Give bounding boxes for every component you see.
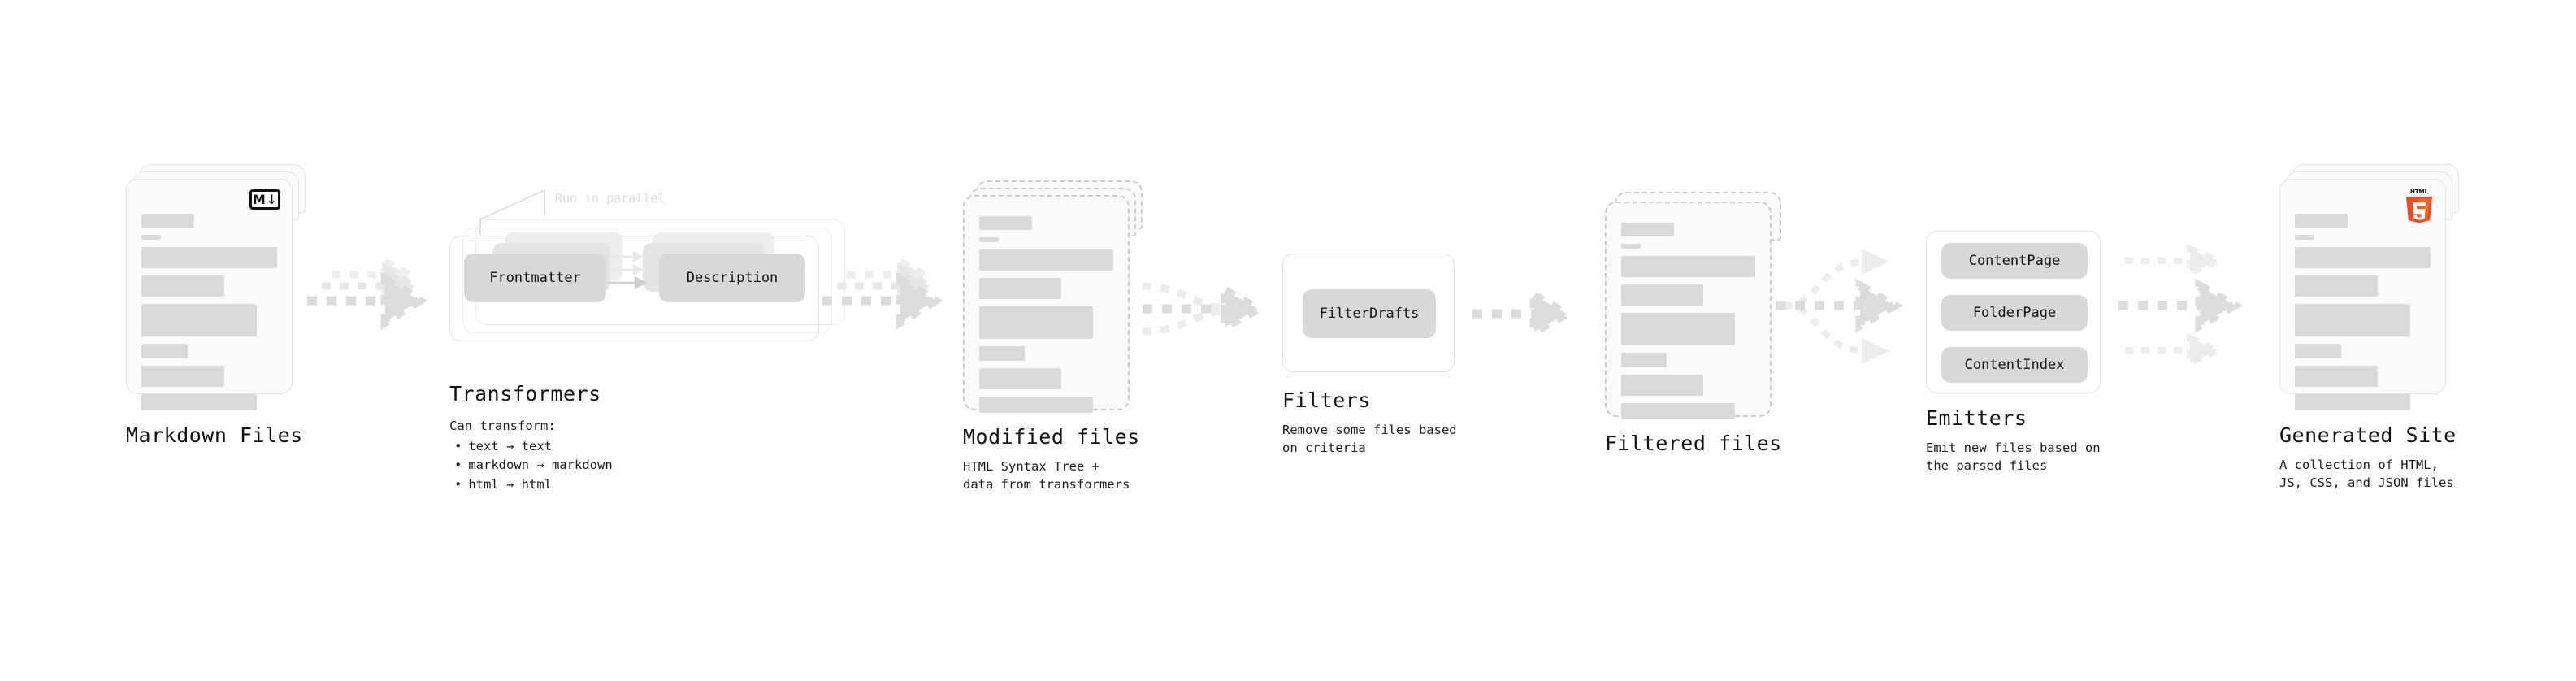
skeleton-bar	[1621, 403, 1736, 419]
arrow-filtered-to-emitters	[1776, 249, 1904, 364]
skeleton-bar	[2295, 275, 2378, 297]
emitter-node-contentindex[interactable]: ContentIndex	[1941, 347, 2088, 383]
skeleton-bar	[1621, 375, 1703, 396]
generated-site-description: A collection of HTML, JS, CSS, and JSON …	[2279, 458, 2454, 491]
transformers-description-head: Can transform:	[449, 419, 556, 433]
skeleton-bar	[1621, 353, 1667, 367]
skeleton-bar	[2295, 247, 2431, 268]
skeleton-bar	[979, 397, 1094, 413]
stage-label-filters: Filters	[1282, 388, 1371, 412]
transformers-capability-list: text → text markdown → markdown html → h…	[449, 437, 613, 495]
transformer-node-description-label: Description	[686, 270, 778, 286]
filter-node-filterdrafts-label: FilterDrafts	[1319, 306, 1420, 322]
skeleton-bar	[979, 306, 1094, 339]
skeleton-bar	[1621, 256, 1755, 277]
transformers-description: Can transform: text → text markdown → ma…	[449, 417, 613, 494]
markdown-file-front: M↓	[126, 179, 293, 410]
emitter-node-contentpage[interactable]: ContentPage	[1941, 243, 2088, 279]
emitter-node-folderpage[interactable]: FolderPage	[1941, 295, 2088, 331]
skeleton-bar	[979, 237, 999, 242]
modified-file-skeleton	[979, 216, 1113, 420]
skeleton-bar	[141, 394, 257, 410]
arrow-filters-to-filtered	[1472, 288, 1576, 340]
skeleton-bar	[979, 346, 1026, 361]
emitters-description: Emit new files based on the parsed files	[1926, 440, 2101, 474]
markdown-icon-arrow: ↓	[266, 191, 278, 207]
emitter-node-contentpage-label: ContentPage	[1968, 253, 2061, 269]
skeleton-bar	[141, 366, 224, 387]
skeleton-bar	[2295, 394, 2410, 410]
filter-node-filterdrafts[interactable]: FilterDrafts	[1303, 289, 1436, 338]
markdown-file-skeleton	[141, 214, 277, 418]
html5-icon: HTML	[2406, 189, 2432, 223]
emitter-node-contentindex-label: ContentIndex	[1964, 357, 2065, 373]
stage-label-filtered-files: Filtered files	[1605, 432, 1782, 455]
skeleton-bar	[2295, 214, 2348, 228]
parallel-note: Run in parallel	[555, 191, 666, 206]
stage-label-generated-site: Generated Site	[2279, 423, 2457, 447]
skeleton-bar	[141, 344, 188, 358]
arrow-markdown-to-transformers	[307, 255, 428, 330]
skeleton-bar	[1621, 284, 1703, 306]
modified-files-description: HTML Syntax Tree + data from transformer…	[963, 459, 1130, 492]
skeleton-bar	[1621, 223, 1674, 236]
svg-text:HTML: HTML	[2410, 189, 2429, 195]
skeleton-bar	[2295, 235, 2314, 240]
arrow-emitters-to-site	[2118, 243, 2244, 368]
skeleton-bar	[979, 368, 1061, 389]
generated-site-html-file: HTML	[2279, 179, 2446, 410]
filtered-file-front	[1605, 202, 1772, 419]
modified-file-front	[963, 195, 1130, 413]
transformer-card-middle	[462, 228, 832, 333]
list-item: html → html	[449, 475, 613, 495]
stage-filters: FilterDrafts	[1282, 254, 1455, 372]
markdown-icon-letter: M	[252, 191, 266, 207]
transformer-card-front	[449, 236, 819, 341]
arrow-transformers-to-modified	[822, 255, 943, 330]
stage-emitters: ContentPage FolderPage ContentIndex	[1926, 231, 2101, 393]
stage-label-transformers: Transformers	[449, 382, 601, 406]
transformer-node-frontmatter-label: Frontmatter	[489, 270, 581, 286]
stage-label-modified-files: Modified files	[963, 425, 1140, 449]
skeleton-bar	[1621, 244, 1641, 249]
skeleton-bar	[979, 249, 1113, 271]
list-item: text → text	[449, 437, 613, 457]
skeleton-bar	[141, 235, 161, 240]
filters-description: Remove some files based on criteria	[1282, 423, 1457, 456]
skeleton-bar	[2295, 344, 2341, 358]
skeleton-bar	[979, 278, 1061, 299]
skeleton-bar	[2295, 304, 2410, 336]
skeleton-bar	[979, 216, 1032, 230]
transformer-inner-arrows	[608, 252, 648, 290]
transformer-node-description[interactable]: Description	[659, 254, 805, 302]
skeleton-bar	[1621, 313, 1736, 345]
generated-site-skeleton	[2295, 214, 2431, 418]
stage-label-emitters: Emitters	[1926, 406, 2027, 430]
arrow-modified-to-filters	[1142, 282, 1268, 336]
emitter-node-folderpage-label: FolderPage	[1972, 305, 2057, 321]
transformer-node-frontmatter[interactable]: Frontmatter	[464, 254, 606, 302]
skeleton-bar	[2295, 366, 2378, 387]
stage-label-markdown-files: Markdown Files	[126, 423, 303, 447]
markdown-icon: M↓	[249, 189, 280, 210]
skeleton-bar	[141, 275, 224, 297]
skeleton-bar	[141, 214, 194, 228]
list-item: markdown → markdown	[449, 456, 612, 475]
skeleton-bar	[141, 304, 257, 336]
skeleton-bar	[141, 247, 277, 268]
filtered-file-skeleton	[1621, 223, 1755, 427]
